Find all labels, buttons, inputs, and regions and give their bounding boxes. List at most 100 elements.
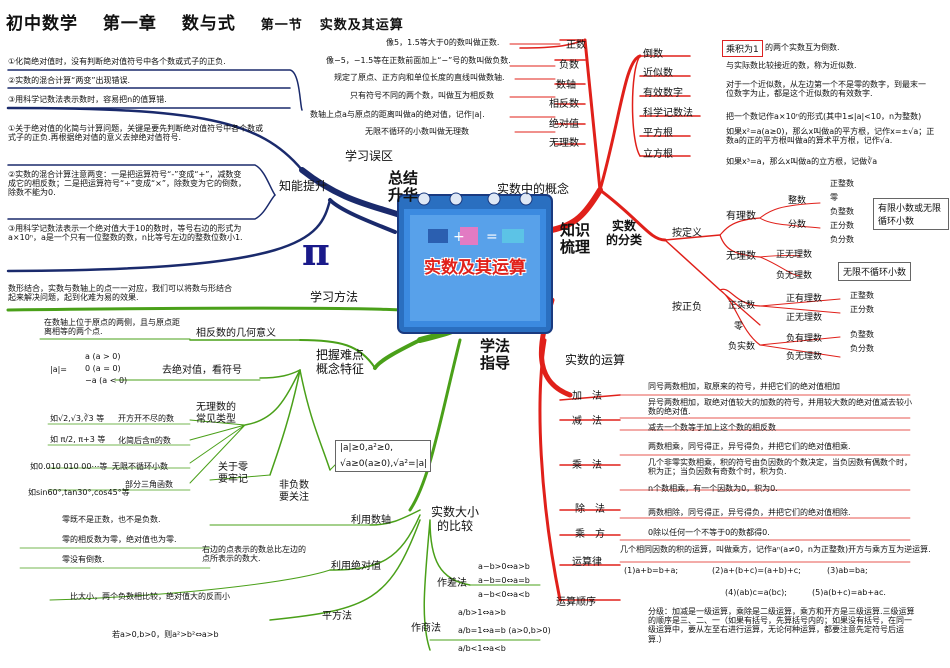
irr-3b: 无限不循环小数 — [112, 462, 168, 471]
op-div: 除 法 — [575, 504, 605, 515]
branch-classification — [598, 188, 667, 242]
diff-2: a−b=0⇔a=b — [478, 576, 530, 585]
nonneg-box: |a|≥0,a²≥0, √a≥0(a≥0),√a²=|a| — [335, 440, 431, 472]
compare-axis-text: 右边的点表示的数总比左边的点所表示的数大. — [202, 545, 306, 564]
concept-approx-desc: 与实际数比较接近的数，称为近似数. — [726, 61, 857, 70]
svg-text:+: + — [453, 229, 465, 245]
branch-compare — [408, 338, 462, 512]
concept-negative: 负数 — [559, 60, 579, 71]
abs-case-2: 0 (a = 0) — [85, 364, 121, 373]
abs-lhs: |a|= — [50, 365, 67, 374]
op-law-4: (4)(ab)c=a(bc); — [725, 588, 787, 597]
quot-3: a/b<1⇔a<b — [458, 644, 506, 653]
irr-4b: 部分三角函数 — [125, 480, 173, 489]
class-neg-int2: 负整数 — [850, 330, 874, 339]
op-add: 加 法 — [572, 391, 602, 402]
op-law-5: (5)a(b+c)=ab+ac. — [812, 588, 886, 597]
header-title: 初中数学 — [6, 14, 78, 34]
concept-absolute-desc: 数轴上点a与原点的距离叫做a的绝对值，记作|a|. — [310, 110, 485, 119]
zero-3: 零没有倒数. — [62, 555, 105, 564]
concept-negative-desc: 像−5，−1.5等在正数前面加上“−”号的数叫做负数. — [326, 56, 511, 65]
opp-geo-title: 相反数的几何意义 — [196, 328, 276, 339]
header-chapter: 第一章 — [102, 14, 157, 34]
branch-improve — [6, 198, 332, 273]
compare-sq-text: 若a>0,b>0，则a²>b²⇔a>b — [112, 630, 219, 639]
page-header: 初中数学 第一章 数与式 第一节 实数及其运算 — [6, 9, 414, 34]
hub-method: 学法 指导 — [478, 338, 512, 371]
class-pos-frac2: 正分数 — [850, 305, 874, 314]
concept-reciprocal-box: 乘积为1 — [722, 40, 763, 57]
concept-sigfig: 有效数字 — [643, 88, 683, 99]
mistake-item-2: ②实数的混合计算“两变”出现错误. — [8, 76, 131, 85]
class-pos-frac: 正分数 — [830, 221, 854, 230]
op-add-1: 同号两数相加，取原来的符号，并把它们的绝对值相加 — [648, 382, 840, 391]
concepts-title: 实数中的概念 — [497, 182, 570, 196]
class-infinite-note: 无限不循环小数 — [838, 262, 912, 281]
class-neg-frac2: 负分数 — [850, 344, 874, 353]
compare-abs-text: 比大小，两个负数相比较，绝对值大的反而小 — [70, 592, 230, 601]
opp-geo-text: 在数轴上位于原点的两侧，且与原点距离相等的两个点. — [44, 318, 180, 337]
concept-opposite: 相反数 — [549, 99, 579, 110]
mistake-item-3: ③用科学记数法表示数时，容易把n的值算错. — [8, 95, 167, 104]
branch-knowledge-main — [549, 187, 603, 233]
improve-title: 知能提升 — [279, 179, 328, 193]
class-neg-frac: 负分数 — [830, 235, 854, 244]
class-pos-irr: 正无理数 — [776, 250, 813, 260]
zero-2: 零的相反数为零，绝对值也为零. — [62, 535, 177, 544]
concept-irrational: 无理数 — [549, 138, 579, 149]
op-div-1: 两数相除，同号得正，异号得负，并把它们的绝对值相除. — [648, 508, 851, 517]
improve-item-1: ①关于绝对值的化简与计算问题，关键是要先判断绝对值符号中各个数或式子的正负.再根… — [8, 124, 264, 143]
class-irrational: 无理数 — [726, 251, 756, 262]
zero-1: 零既不是正数，也不是负数. — [62, 515, 161, 524]
class-by-sign: 按正负 — [672, 302, 702, 313]
irr-1b: 开方开不尽的数 — [118, 414, 174, 423]
concept-scientific-desc: 把一个数记作a×10ⁿ的形式(其中1≤|a|<10，n为整数) — [726, 112, 922, 121]
op-law-1: (1)a+b=b+a; — [624, 566, 679, 575]
abs-title: 去绝对值，看符号 — [162, 365, 242, 376]
irr-types-title: 无理数的 常见类型 — [196, 402, 236, 425]
hub-method-label: 学法 指导 — [479, 337, 510, 372]
concept-reciprocal-desc: 的两个实数互为倒数. — [765, 43, 840, 52]
concept-opposite-desc: 只有符号不同的两个数，叫做互为相反数 — [350, 91, 494, 100]
irr-2: 如 π/2, π+3 等 — [50, 435, 106, 444]
abs-case-3: −a (a < 0) — [85, 376, 128, 385]
keypoints-title: 把握难点 概念特征 — [315, 348, 364, 376]
nonneg-title: 非负数 要关注 — [279, 480, 309, 503]
calendar-graphic: + = — [397, 192, 553, 334]
op-add-2: 异号两数相加，取绝对值较大的加数的符号，并用较大数的绝对值减去较小数的绝对值. — [648, 398, 912, 417]
center-image: + = 实数及其运算 — [396, 187, 554, 335]
hub-knowledge-label: 知识 梳理 — [559, 221, 590, 256]
pi-icon: π — [302, 229, 330, 274]
op-mul-2: 几个非零实数相乘，积的符号由负因数的个数决定，当负因数有偶数个时，积为正；当负因… — [648, 458, 912, 477]
improve-item-3: ③用科学记数法表示一个绝对值大于10的数时，等号右边的形式为a×10ⁿ，a是一个… — [8, 224, 243, 243]
op-pow-1: 几个相同因数的积的运算，叫做乘方，记作aⁿ(a≠0，n为正整数)开方与乘方互为逆… — [620, 545, 931, 554]
class-zero2: 零 — [734, 322, 744, 332]
mistake-item-1: ①化简绝对值时，没有判断绝对值符号中各个数或式子的正负. — [8, 57, 226, 66]
concept-cbrt-desc: 如果x³=a，那么x叫做a的立方根，记做∛a — [726, 157, 878, 166]
compare-sq: 平方法 — [322, 611, 352, 622]
concept-absolute: 绝对值 — [549, 119, 579, 130]
header-section-name: 实数及其运算 — [319, 18, 404, 33]
hub-summary-label: 总结 升华 — [387, 169, 418, 204]
learn-title: 学习方法 — [310, 290, 359, 304]
concept-reciprocal: 倒数 — [643, 49, 663, 60]
concept-positive: 正数 — [566, 40, 586, 51]
classification-title: 实数 的分类 — [605, 219, 642, 247]
learn-text: 数形结合，实数与数轴上的点一一对应，我们可以将数与形结合起来解决问题，起到化难为… — [8, 284, 232, 303]
concept-sqrt: 平方根 — [643, 128, 673, 139]
abs-case-1: a (a > 0) — [85, 352, 121, 361]
branch-keypoints — [299, 339, 376, 369]
concept-approx: 近似数 — [643, 68, 673, 79]
concept-axis-desc: 规定了原点、正方向和单位长度的直线叫做数轴. — [334, 73, 505, 82]
diff-3: a−b<0⇔a<b — [478, 590, 530, 599]
compare-axis: 利用数轴 — [351, 515, 391, 526]
concept-sigfig-desc: 对于一个近似数，从左边第一个不是零的数字，到最末一位数字为止，都是这个近似数的有… — [726, 80, 926, 99]
op-div-2: 0除以任何一个不等于0的数都得0. — [648, 528, 770, 537]
mistakes-title: 学习误区 — [345, 149, 394, 163]
compare-title: 实数大小 的比较 — [430, 505, 479, 533]
concept-positive-desc: 像5，1.5等大于0的数叫做正数. — [386, 38, 500, 47]
concept-scientific: 科学记数法 — [643, 108, 693, 119]
op-law-2: (2)a+(b+c)=(a+b)+c; — [712, 566, 801, 575]
irr-3: 如0.010 010 00⋯等 — [30, 462, 108, 471]
hub-summary: 总结 升华 — [386, 170, 420, 203]
